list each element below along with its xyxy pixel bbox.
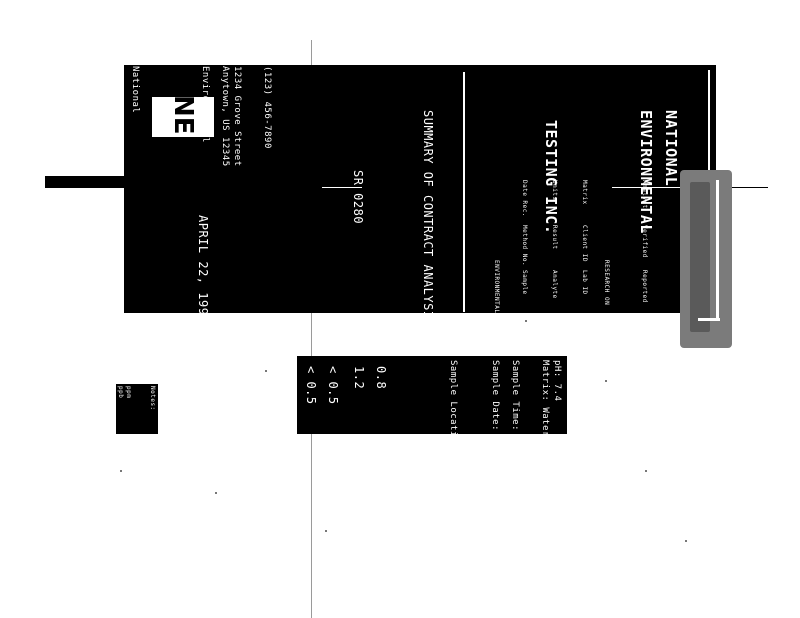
result-value: 1.2 bbox=[352, 366, 366, 390]
info-table-cell: Verified bbox=[641, 225, 648, 258]
info-table-cell: Analyte bbox=[551, 270, 558, 299]
info-table-cell: Units bbox=[551, 180, 558, 201]
tab-bracket-vertical bbox=[716, 180, 719, 320]
result-value: 0.8 bbox=[374, 366, 388, 390]
results-row: Sample Date: 04/12/93 bbox=[490, 360, 500, 485]
scan-speck bbox=[265, 370, 267, 372]
info-table-cell: Matrix bbox=[581, 180, 588, 205]
results-row: Sample Time: 10:30 bbox=[510, 360, 520, 467]
results-row: Matrix: Water bbox=[540, 360, 550, 437]
contract-number: SR 0280 bbox=[351, 170, 365, 225]
address-line-1: 1234 Grove Street bbox=[232, 66, 242, 167]
note-line: ppm bbox=[125, 386, 132, 399]
results-row: Sample Location: Plant Bldg bbox=[448, 360, 458, 520]
address-line-2: Anytown, US 12345 bbox=[220, 66, 230, 167]
logo: NE bbox=[150, 95, 216, 139]
info-table-cell: Method No. bbox=[521, 225, 528, 267]
results-row: pH: 7.4 bbox=[552, 360, 562, 402]
result-value: < 0.5 bbox=[304, 366, 318, 405]
scan-speck bbox=[215, 492, 217, 494]
info-table-cell: Date Rec. bbox=[521, 180, 528, 218]
logo-mark: NE bbox=[168, 95, 198, 135]
binder-tab-slot bbox=[690, 182, 710, 332]
note-line: Notes: bbox=[149, 386, 156, 411]
heading-line-1: NATIONAL bbox=[662, 110, 680, 187]
info-table-cell: Sample bbox=[521, 270, 528, 295]
scan-speck bbox=[645, 470, 647, 472]
short-tick bbox=[322, 187, 362, 188]
info-table-cell: Reported bbox=[641, 270, 648, 303]
vertical-divider bbox=[463, 72, 465, 312]
side-label-1: ENVIRONMENTAL bbox=[493, 260, 500, 314]
scan-speck bbox=[605, 380, 607, 382]
fold-line bbox=[311, 40, 312, 618]
results-block bbox=[297, 356, 567, 434]
report-subject: SUMMARY OF CONTRACT ANALYSIS bbox=[421, 110, 435, 327]
info-table-cell: Analyst bbox=[641, 180, 648, 209]
heading-line-3: TESTING INC. bbox=[542, 120, 560, 235]
logo-line-2: Environmental bbox=[200, 66, 210, 143]
result-value: < 0.5 bbox=[326, 366, 340, 405]
note-line: ppb bbox=[117, 386, 124, 399]
info-table-cell: Result bbox=[551, 225, 558, 250]
tab-bracket-horizontal bbox=[698, 318, 720, 321]
scan-speck bbox=[325, 530, 327, 532]
info-table-cell: Client ID bbox=[581, 225, 588, 263]
scan-speck bbox=[685, 540, 687, 542]
side-label-2: RESEARCH ON bbox=[603, 260, 610, 306]
scan-speck bbox=[120, 470, 122, 472]
phone: (123) 456-7890 bbox=[262, 66, 272, 149]
note-block bbox=[116, 384, 158, 434]
scan-speck bbox=[525, 320, 527, 322]
logo-line-1: National bbox=[130, 66, 140, 114]
heading-line-2: ENVIRONMENTAL bbox=[637, 110, 655, 234]
header-block bbox=[124, 65, 716, 313]
pointer-line-white bbox=[612, 187, 708, 188]
info-table-cell: Lab ID bbox=[581, 270, 588, 295]
report-date: APRIL 22, 1993 bbox=[196, 215, 210, 324]
edge-marker bbox=[45, 176, 130, 188]
